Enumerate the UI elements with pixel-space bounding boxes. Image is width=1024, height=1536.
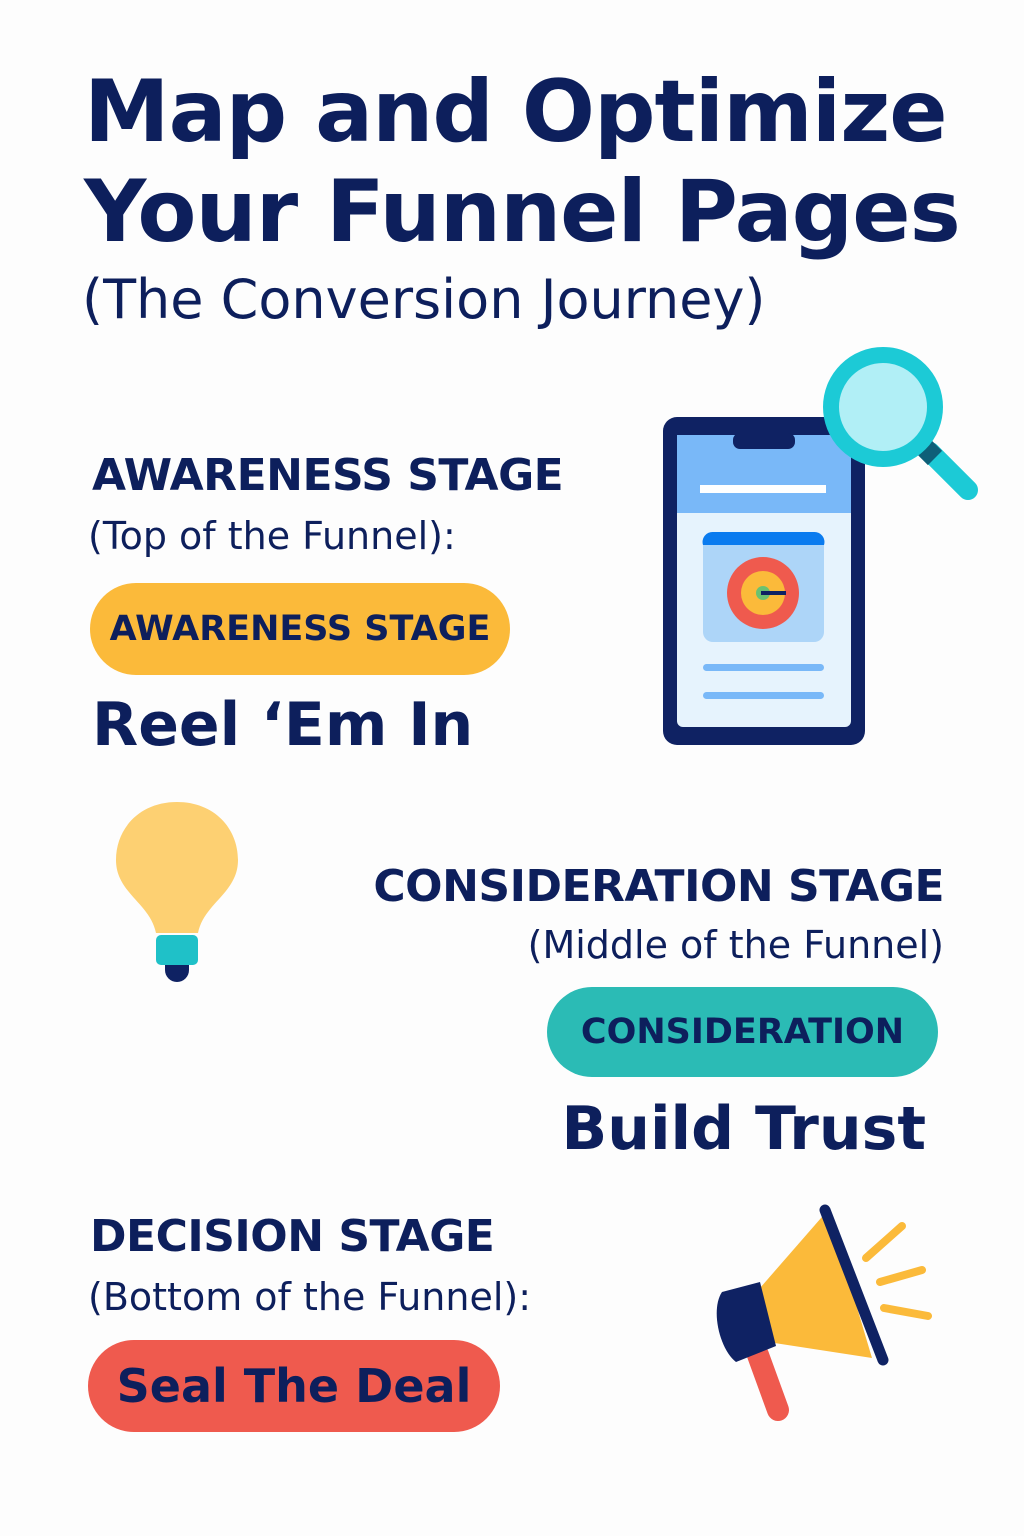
megaphone-icon xyxy=(716,1204,932,1421)
page-subtitle: (The Conversion Journey) xyxy=(82,268,766,331)
lightbulb-icon xyxy=(116,802,238,982)
awareness-subheading: (Top of the Funnel): xyxy=(88,514,456,558)
phone-search-icon xyxy=(663,347,978,745)
awareness-tagline: Reel ‘Em In xyxy=(92,690,474,760)
consideration-subheading: (Middle of the Funnel) xyxy=(527,923,944,967)
consideration-tagline: Build Trust xyxy=(561,1094,926,1164)
decision-pill: Seal The Deal xyxy=(88,1340,500,1432)
consideration-heading: CONSIDERATION STAGE xyxy=(373,861,944,912)
decision-subheading: (Bottom of the Funnel): xyxy=(88,1275,532,1319)
awareness-pill: AWARENESS STAGE xyxy=(90,583,510,675)
decision-heading: DECISION STAGE xyxy=(90,1211,495,1262)
page-title: Map and Optimize Your Funnel Pages xyxy=(84,62,961,262)
title-line-2: Your Funnel Pages xyxy=(84,162,961,262)
awareness-heading: AWARENESS STAGE xyxy=(92,450,564,501)
title-line-1: Map and Optimize xyxy=(84,62,948,162)
consideration-pill: CONSIDERATION xyxy=(547,987,938,1077)
